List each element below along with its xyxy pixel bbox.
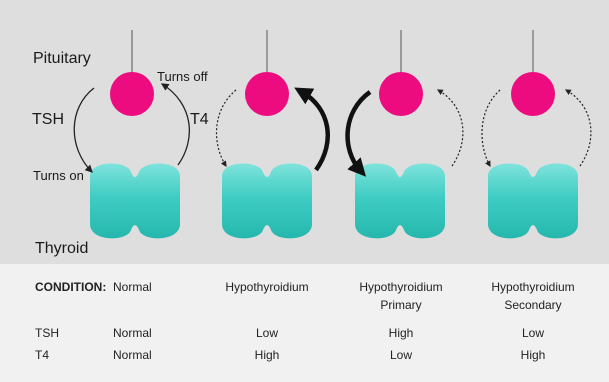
tsh-arrow-weak: [217, 90, 236, 166]
condition-secondary-line2: Secondary: [504, 298, 561, 312]
thyroid-gland: [355, 163, 445, 238]
tsh-label: TSH: [32, 111, 64, 129]
t4-arrow: [162, 84, 189, 165]
t4-hypothyroidium-value: High: [255, 348, 280, 362]
scenario-primary: [348, 30, 463, 238]
t4-arrow-weak: [438, 90, 463, 166]
condition-header: CONDITION:: [35, 280, 106, 294]
pituitary-gland: [511, 72, 555, 116]
t4-arrow-weak: [566, 90, 591, 166]
tsh-normal-value: Normal: [113, 326, 152, 340]
pituitary-gland: [245, 72, 289, 116]
condition-primary-line1: Hypothyroidium: [359, 280, 442, 294]
row-label-t4: T4: [35, 348, 49, 362]
tsh-arrow: [74, 88, 94, 172]
t4-normal-value: Normal: [113, 348, 152, 362]
t4-arrow-strong: [302, 92, 328, 170]
tsh-secondary-value: Low: [522, 326, 544, 340]
pituitary-label: Pituitary: [33, 50, 91, 68]
tsh-hypothyroidium-value: Low: [256, 326, 278, 340]
thyroid-gland: [90, 163, 180, 238]
condition-normal: Normal: [113, 280, 152, 294]
condition-hypothyroidium: Hypothyroidium: [225, 280, 308, 294]
scenario-secondary: [482, 30, 591, 238]
tsh-primary-value: High: [389, 326, 414, 340]
row-label-tsh: TSH: [35, 326, 59, 340]
thyroid-gland: [222, 163, 312, 238]
scenario-normal: [74, 30, 189, 238]
turns-on-label: Turns on: [33, 168, 84, 183]
scenario-hypothyroidium: [217, 30, 328, 238]
t4-primary-value: Low: [390, 348, 412, 362]
tsh-arrow-weak: [482, 90, 500, 166]
tsh-arrow-strong: [348, 92, 370, 170]
pituitary-gland: [110, 72, 154, 116]
turns-off-label: Turns off: [157, 69, 208, 84]
diagram-svg: [0, 0, 609, 264]
pituitary-gland: [379, 72, 423, 116]
t4-secondary-value: High: [521, 348, 546, 362]
thyroid-label: Thyroid: [35, 240, 88, 258]
thyroid-gland: [488, 163, 578, 238]
condition-secondary-line1: Hypothyroidium: [491, 280, 574, 294]
condition-primary-line2: Primary: [380, 298, 421, 312]
t4-label: T4: [190, 111, 209, 129]
